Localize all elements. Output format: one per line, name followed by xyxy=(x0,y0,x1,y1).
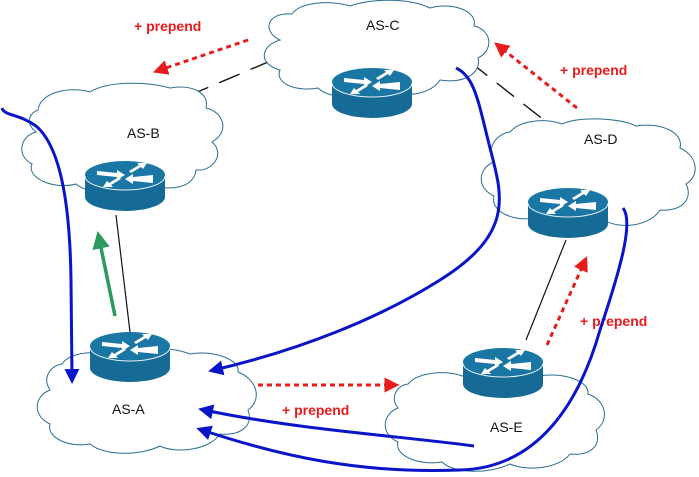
link-as-d-as-e xyxy=(525,239,567,341)
as-d-label: AS-D xyxy=(584,131,617,147)
router-as-c[interactable] xyxy=(331,67,413,119)
flow-c-to-a xyxy=(208,66,501,376)
link-as-c-as-d xyxy=(469,61,555,129)
prepend-arrow-c-to-b xyxy=(152,38,249,75)
prepend-label-a-e: + prepend xyxy=(282,402,349,418)
prepend-label-d-c: + prepend xyxy=(560,62,627,78)
router-as-d[interactable] xyxy=(527,187,609,239)
link-as-a-as-b xyxy=(115,214,131,333)
cloud-as-b[interactable]: AS-B xyxy=(21,82,224,194)
prepend-arrow-e-to-d xyxy=(545,256,588,346)
router-as-a[interactable] xyxy=(89,331,171,383)
prepend-arrow-d-to-c xyxy=(494,42,578,110)
cloud-as-c[interactable]: AS-C xyxy=(263,0,490,98)
as-c-label: AS-C xyxy=(366,17,399,33)
as-b-label: AS-B xyxy=(127,125,160,141)
link-as-b-as-c xyxy=(187,61,269,97)
prepend-label-e-d: + prepend xyxy=(580,313,647,329)
flow-d-to-a xyxy=(196,207,629,473)
router-as-b[interactable] xyxy=(84,160,166,212)
flow-b-to-a xyxy=(0,107,80,384)
as-a-label: AS-A xyxy=(112,401,145,417)
preferred-path-arrow xyxy=(92,231,117,317)
flow-e-to-a xyxy=(198,404,475,448)
prepend-label-c-b: + prepend xyxy=(134,18,201,34)
router-as-e[interactable] xyxy=(462,347,544,399)
as-e-label: AS-E xyxy=(490,419,523,435)
